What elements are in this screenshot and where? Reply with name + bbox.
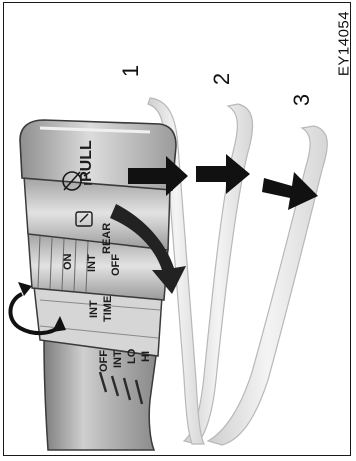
rear-on-label: ON [62, 254, 74, 271]
front-hi-label: HI [140, 351, 152, 362]
front-lo-label: LO [126, 349, 138, 364]
figure-code-label: EY14054 [336, 4, 353, 84]
rear-off-label: OFF [110, 254, 122, 276]
position-3-label: 3 [289, 94, 315, 106]
front-off-label: OFF [98, 350, 110, 372]
rear-label: REAR [101, 223, 113, 254]
position-1-label: 1 [118, 65, 144, 77]
int-time-label-line2: TIME [102, 296, 114, 322]
front-int-label: INT [112, 350, 124, 368]
int-time-label-line1: INT [88, 300, 100, 318]
rear-int-label: INT [86, 254, 98, 272]
pull-label: PULL [78, 140, 96, 182]
position-2-label: 2 [209, 73, 235, 85]
